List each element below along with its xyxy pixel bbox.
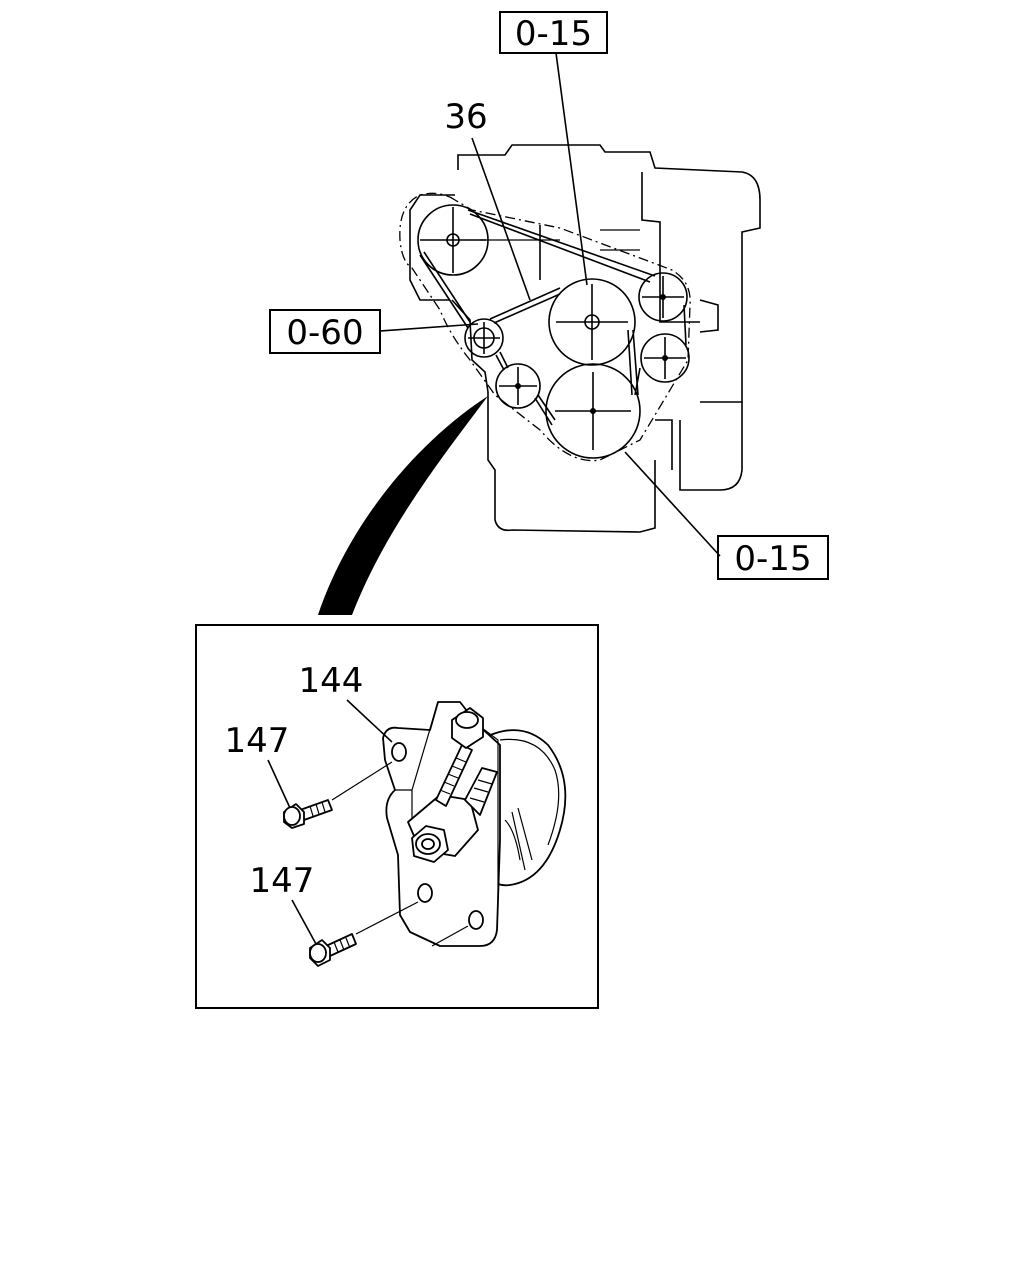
svg-text:147: 147 bbox=[225, 721, 290, 761]
callout-belt-number[interactable]: 36 bbox=[444, 97, 487, 137]
leader-bolt-upper bbox=[267, 759, 291, 809]
bolt-upper bbox=[283, 761, 393, 829]
leader-ref-left bbox=[379, 323, 479, 332]
leader-ref-top bbox=[555, 52, 588, 286]
svg-text:0-60: 0-60 bbox=[286, 313, 363, 353]
callout-bolt-lower-number[interactable]: 147 bbox=[250, 861, 315, 901]
pulley-top-right bbox=[638, 272, 688, 322]
pulley-top-left bbox=[417, 204, 489, 276]
callout-ref-bottom[interactable]: 0-15 bbox=[717, 535, 829, 580]
callout-tensioner-number[interactable]: 144 bbox=[299, 661, 364, 701]
svg-text:144: 144 bbox=[299, 661, 364, 701]
leader-bolt-lower bbox=[291, 899, 317, 945]
callout-ref-top[interactable]: 0-15 bbox=[499, 11, 608, 54]
pulley-idler-left bbox=[464, 318, 504, 358]
engine-outline bbox=[409, 144, 761, 533]
leader-tensioner bbox=[346, 699, 393, 743]
pulley-tensioner bbox=[495, 363, 541, 409]
pulley-center-upper bbox=[548, 278, 636, 366]
pulley-right bbox=[640, 333, 690, 383]
bolt-lower bbox=[309, 901, 469, 967]
svg-text:0-15: 0-15 bbox=[734, 539, 811, 579]
drive-belt bbox=[419, 209, 687, 426]
leader-belt bbox=[471, 137, 531, 301]
belt-cover-outline bbox=[399, 192, 691, 462]
svg-text:147: 147 bbox=[250, 861, 315, 901]
svg-text:36: 36 bbox=[444, 97, 487, 137]
leader-ref-bottom bbox=[624, 451, 721, 557]
svg-text:0-15: 0-15 bbox=[515, 14, 592, 54]
callout-bolt-upper-number[interactable]: 147 bbox=[225, 721, 290, 761]
pulley-crankshaft bbox=[545, 363, 641, 459]
callout-ref-left[interactable]: 0-60 bbox=[269, 309, 381, 354]
detail-pointer bbox=[318, 396, 488, 615]
tensioner-assembly bbox=[382, 701, 567, 947]
